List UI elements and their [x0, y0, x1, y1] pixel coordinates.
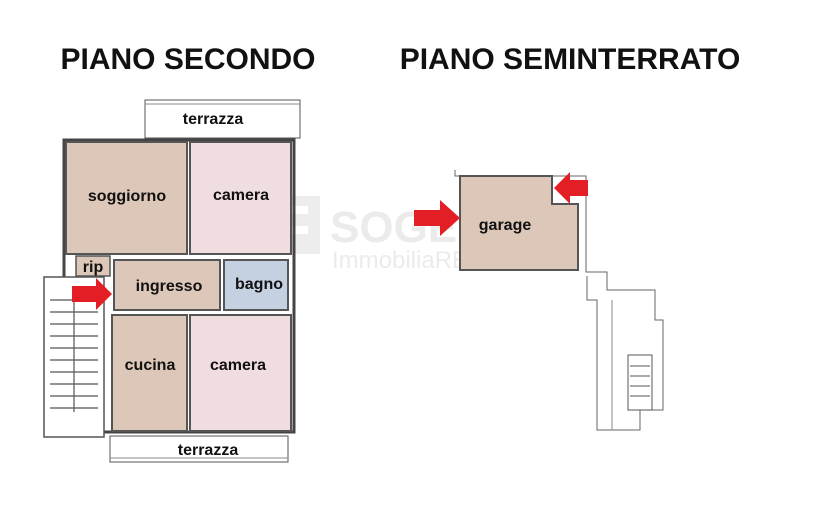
room-soggiorno [65, 141, 188, 255]
room-camera-top [189, 141, 292, 255]
label-garage: garage [479, 217, 532, 234]
garage-entrance-arrow-icon [414, 200, 460, 236]
basement-plan: garage [414, 170, 664, 431]
basement-stair-outline [627, 354, 653, 411]
label-camera-top: camera [213, 187, 269, 204]
label-cucina: cucina [125, 357, 176, 374]
basement-stair-steps [630, 365, 650, 397]
title-second-floor: PIANO SECONDO [60, 43, 315, 76]
label-ingresso: ingresso [136, 278, 203, 295]
label-camera-bottom: camera [210, 357, 266, 374]
title-basement: PIANO SEMINTERRATO [400, 43, 741, 76]
room-bagno [223, 259, 289, 311]
watermark-tagline: ImmobiliaRE [332, 247, 468, 274]
room-camera-bottom [189, 314, 292, 432]
label-terrazza-bottom: terrazza [178, 442, 239, 459]
room-rip [75, 255, 111, 277]
basement-outline [454, 170, 664, 431]
room-garage [459, 175, 579, 271]
label-rip: rip [83, 259, 104, 276]
garage-side-arrow-icon [554, 172, 588, 204]
terrace-top-outline [144, 99, 301, 139]
room-ingresso [113, 259, 221, 311]
entrance-arrow-icon [72, 278, 112, 310]
label-bagno: bagno [235, 276, 283, 293]
label-terrazza-top: terrazza [183, 111, 244, 128]
second-floor-plan: terrazza soggiorno camera rip ingresso b… [43, 99, 301, 463]
label-soggiorno: soggiorno [88, 188, 166, 205]
room-cucina [111, 314, 188, 432]
